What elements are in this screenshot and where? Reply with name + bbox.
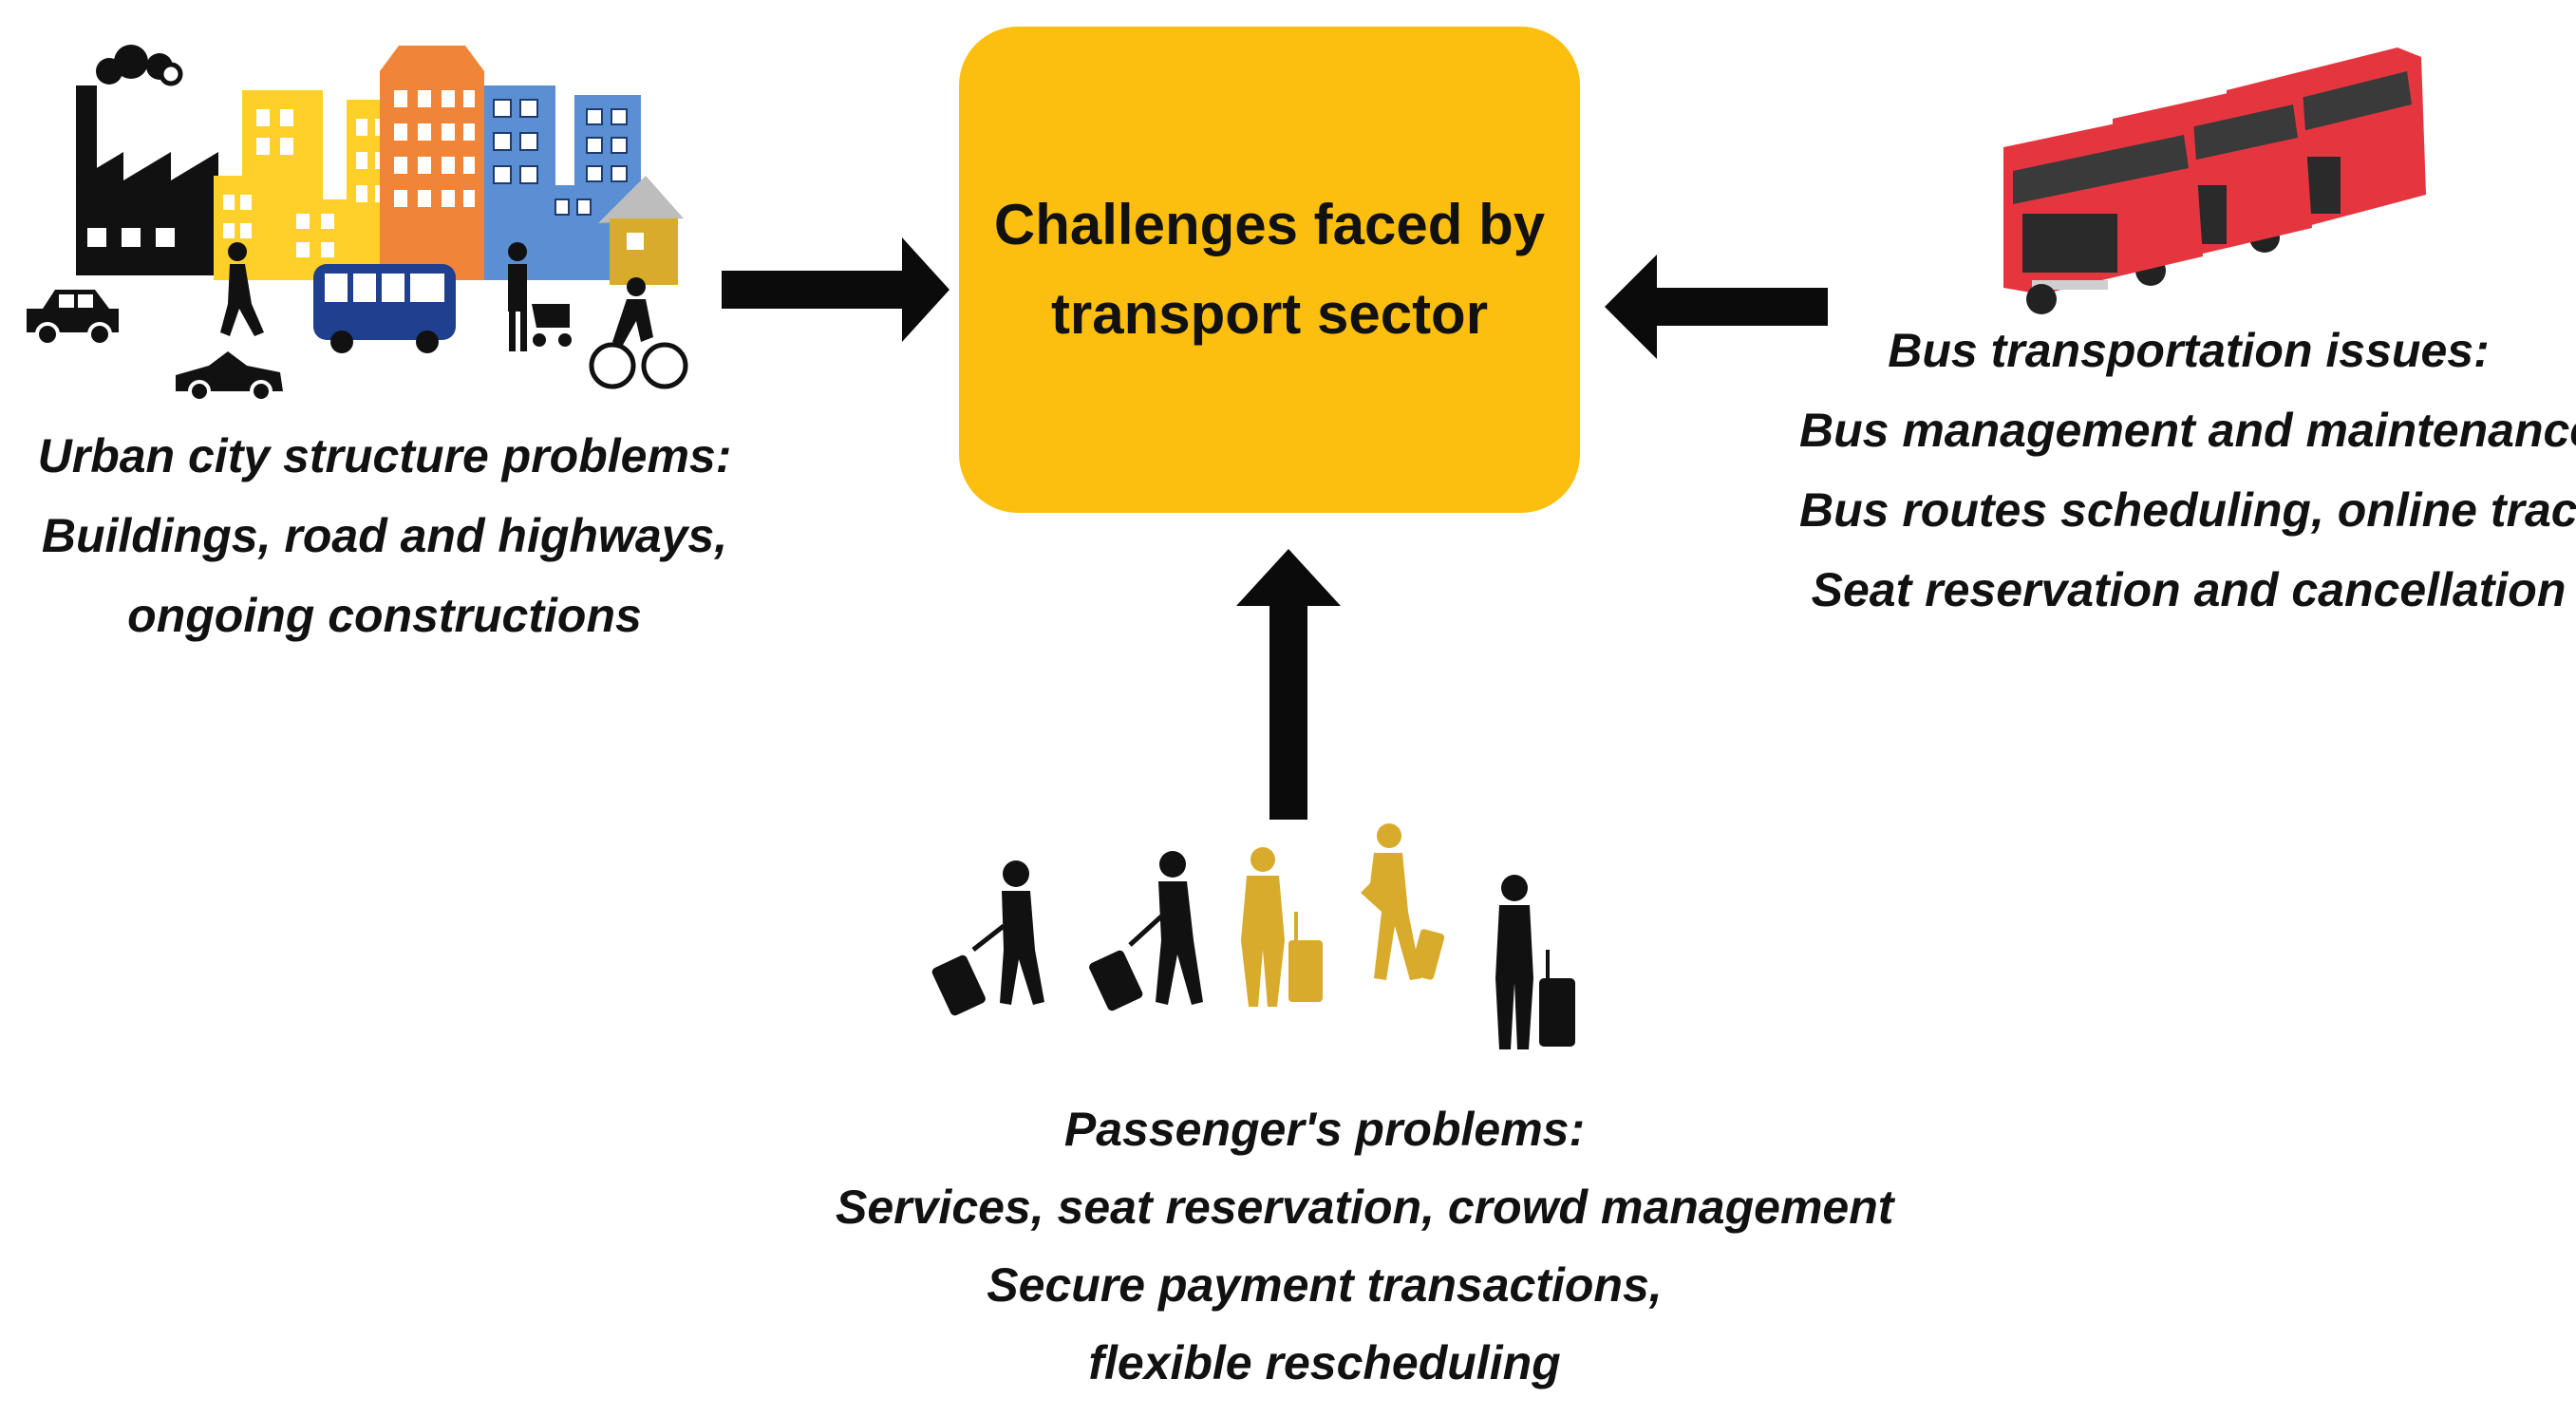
- traveler-icon: [1089, 851, 1203, 1011]
- traveler-icon: [1495, 875, 1575, 1049]
- factory-icon: [76, 45, 218, 275]
- blue-buildings-icon: [484, 85, 684, 285]
- car-icon: [27, 290, 119, 347]
- passenger-problems-caption: Passenger's problems: Services, seat res…: [836, 1090, 1894, 1402]
- urban-structure-line-2: ongoing constructions: [127, 589, 642, 642]
- bus-issues-heading: Bus transportation issues:: [1888, 324, 2490, 377]
- sports-car-icon: [176, 351, 283, 403]
- arrow-right-to-center: [1605, 255, 1828, 359]
- bus-issues-line-2: Bus routes scheduling, online tracking,: [1799, 483, 2576, 537]
- urban-structure-caption: Urban city structure problems: Buildings…: [19, 416, 750, 655]
- passenger-problems-heading: Passenger's problems:: [1063, 1103, 1586, 1156]
- walking-person-icon: [220, 242, 264, 336]
- center-title: Challenges faced by transport sector: [993, 193, 1546, 346]
- bus-issues-line-3: Seat reservation and cancellation: [1811, 563, 2567, 616]
- red-buses-illustration: [2003, 47, 2426, 314]
- city-skyline-illustration: [27, 45, 688, 403]
- arrow-up-to-center: [1236, 549, 1341, 820]
- travelers-with-luggage-illustration: [931, 823, 1575, 1049]
- arrow-left-to-center: [722, 237, 950, 342]
- passenger-problems-line-3: flexible rescheduling: [1088, 1336, 1561, 1389]
- bus-issues-line-1: Bus management and maintenance,: [1799, 404, 2576, 457]
- passenger-problems-line-1: Services, seat reservation, crowd manage…: [836, 1181, 1894, 1234]
- passenger-problems-line-2: Secure payment transactions,: [987, 1258, 1663, 1312]
- traveler-icon: [1361, 823, 1445, 980]
- red-bus-icon: [2003, 111, 2203, 314]
- person-with-stroller-icon: [508, 242, 572, 351]
- urban-structure-line-1: Buildings, road and highways,: [41, 509, 728, 562]
- urban-structure-heading: Urban city structure problems:: [37, 429, 732, 482]
- orange-tower-icon: [380, 46, 484, 280]
- cyclist-icon: [589, 277, 688, 389]
- center-challenge-box: Challenges faced by transport sector: [959, 27, 1580, 513]
- traveler-icon: [1241, 847, 1323, 1007]
- city-bus-icon: [313, 264, 456, 353]
- bus-issues-caption: Bus transportation issues: Bus managemen…: [1799, 311, 2576, 630]
- traveler-icon: [931, 860, 1044, 1016]
